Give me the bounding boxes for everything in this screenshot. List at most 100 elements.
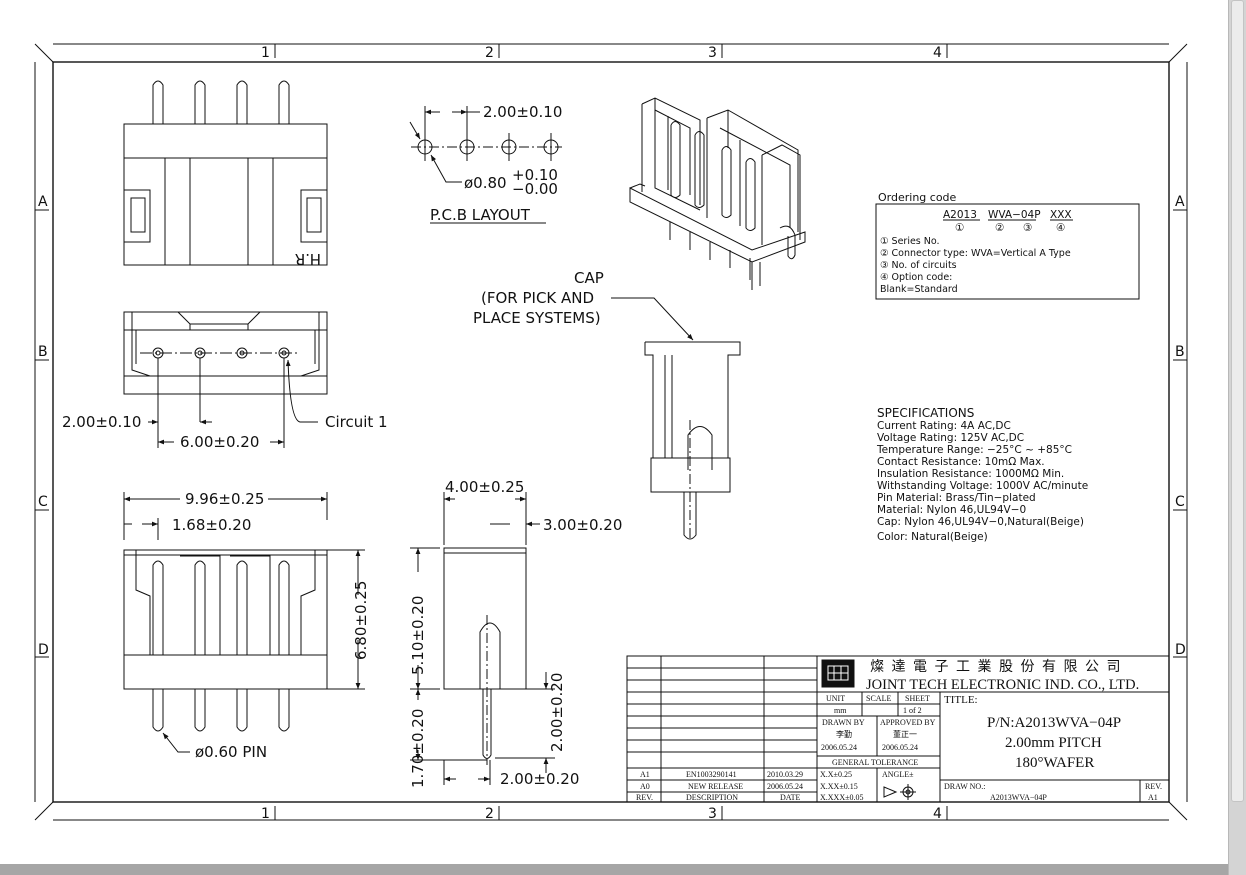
dim-hole-diameter: ø0.80 (464, 174, 507, 192)
approved-by-label: APPROVED BY (880, 718, 936, 727)
tolerance-1: X.X±0.25 (820, 770, 852, 779)
zone-col-2-bottom: 2 (485, 806, 494, 822)
ordering-part-series: A2013 (943, 209, 977, 221)
cap-section-view (644, 341, 741, 540)
spec-line-8: Material: Nylon 46,UL94V−0 (877, 504, 1026, 516)
ordering-num-2: ② (995, 222, 1004, 234)
cap-label-line-3: PLACE SYSTEMS) (473, 309, 601, 327)
pcb-layout-title: P.C.B LAYOUT (430, 206, 531, 224)
scrollbar-thumb[interactable] (1231, 0, 1244, 802)
isometric-view (629, 97, 806, 290)
drawn-by-date: 2006.05.24 (821, 743, 857, 752)
zone-col-2-top: 2 (485, 45, 494, 61)
ordering-line-5: Blank=Standard (880, 284, 958, 295)
title-label: TITLE: (944, 694, 978, 706)
wafer-title: 180°WAFER (1015, 755, 1094, 771)
ordering-code-box: Ordering code A2013 WVA−04P XXX ① ② ③ ④ … (875, 191, 1140, 300)
sheet-label: SHEET (905, 694, 930, 703)
company-name-en: JOINT TECH ELECTRONIC IND. CO., LTD. (866, 677, 1139, 693)
ordering-line-4: ④ Option code: (880, 272, 952, 283)
dim-front-width: 9.96±0.25 (185, 490, 264, 508)
dim-side-height: 5.10±0.20 (409, 596, 427, 675)
angle-label: ANGLE± (882, 770, 914, 779)
unit-label: UNIT (826, 694, 845, 703)
zone-row-c-left: C (38, 494, 48, 510)
rev-row-1-date: 2010.03.29 (767, 770, 803, 779)
rev-row-2-desc: NEW RELEASE (688, 782, 743, 791)
spec-line-10: Color: Natural(Beige) (877, 531, 988, 543)
draw-no-value: A2013WVA−04P (990, 793, 1047, 802)
zone-col-3-bottom: 3 (708, 806, 717, 822)
circuit-1-label: Circuit 1 (325, 413, 388, 431)
sheet-frame (34, 43, 1188, 821)
title-block: 燦 達 電 子 工 業 股 份 有 限 公 司 JOINT TECH ELECT… (626, 655, 1170, 803)
dim-hole-tol-plus: +0.10 (512, 166, 558, 184)
zone-col-1-bottom: 1 (261, 806, 270, 822)
spec-line-3: Temperature Range: −25°C ~ +85°C (876, 444, 1072, 456)
spec-line-1: Current Rating: 4A AC,DC (877, 420, 1011, 432)
zone-col-1-top: 1 (261, 45, 270, 61)
dim-side-right: 3.00±0.20 (543, 516, 622, 534)
cap-label-line-1: CAP (574, 269, 604, 287)
zone-row-a-left: A (38, 194, 48, 210)
ordering-line-2: ② Connector type: WVA=Vertical A Type (880, 248, 1071, 259)
zone-labels: 1 2 3 4 1 2 3 4 A B C D A B C D (38, 45, 1186, 822)
zone-row-c-right: C (1175, 494, 1185, 510)
rev-label: REV. (1145, 782, 1162, 791)
drawn-by-label: DRAWN BY (822, 718, 865, 727)
zone-col-4-bottom: 4 (933, 806, 942, 822)
zone-row-b-right: B (1175, 344, 1185, 360)
spec-line-2: Voltage Rating: 125V AC,DC (877, 432, 1024, 444)
side-view: 4.00±0.25 3.00±0.20 5.10±0.20 1.70±0.20 … (409, 478, 622, 788)
ordering-num-1: ① (955, 222, 964, 234)
top-view: H.R (123, 80, 328, 268)
dim-front-pin: ø0.60 PIN (195, 743, 267, 761)
zone-col-3-top: 3 (708, 45, 717, 61)
ordering-line-3: ③ No. of circuits (880, 260, 957, 271)
rev-header-date: DATE (780, 793, 801, 802)
sheet-value: 1 of 2 (903, 706, 922, 715)
ordering-part-type: WVA−04P (988, 209, 1041, 221)
cap-leader (611, 297, 694, 341)
tolerance-3: X.XXX±0.05 (820, 793, 864, 802)
spec-line-7: Pin Material: Brass/Tin−plated (877, 492, 1036, 504)
ordering-title: Ordering code (878, 191, 957, 204)
ordering-num-4: ④ (1056, 222, 1065, 234)
specs-title: SPECIFICATIONS (877, 406, 974, 420)
zone-row-b-left: B (38, 344, 48, 360)
rev-row-2-rev: A0 (640, 782, 650, 791)
company-name-cn: 燦 達 電 子 工 業 股 份 有 限 公 司 (870, 659, 1123, 675)
pcb-layout: 2.00±0.10 ø0.80 +0.10 −0.00 P.C.B LAYOUT (409, 103, 562, 224)
cap-label-line-2: (FOR PICK AND (481, 289, 594, 307)
dim-side-pin: 2.00±0.20 (548, 673, 566, 752)
scale-label: SCALE (866, 694, 891, 703)
specifications: SPECIFICATIONS Current Rating: 4A AC,DC … (876, 406, 1088, 543)
spec-line-5: Insulation Resistance: 1000MΩ Min. (877, 468, 1064, 480)
rev-row-2-date: 2006.05.24 (767, 782, 803, 791)
rev-row-1-rev: A1 (640, 770, 650, 779)
draw-no-label: DRAW NO.: (944, 782, 985, 791)
approved-by-name: 董正一 (893, 729, 917, 739)
dim-side-top: 4.00±0.25 (445, 478, 524, 496)
spec-line-6: Withstanding Voltage: 1000V AC/minute (877, 480, 1088, 492)
pitch-title: 2.00mm PITCH (1005, 735, 1102, 751)
ordering-line-1: ① Series No. (880, 236, 940, 247)
general-tolerance-label: GENERAL TOLERANCE (832, 758, 918, 767)
rev-header-description: DESCRIPTION (686, 793, 738, 802)
dim-front-offset: 1.68±0.20 (172, 516, 251, 534)
bottom-view: 2.00±0.10 6.00±0.20 Circuit 1 (62, 311, 388, 451)
approved-by-date: 2006.05.24 (882, 743, 918, 752)
front-view: 9.96±0.25 1.68±0.20 6.80±0.25 ø0.60 PIN (123, 490, 370, 761)
tolerance-2: X.XX±0.15 (820, 782, 858, 791)
dim-pcb-pitch: 2.00±0.10 (483, 103, 562, 121)
zone-row-d-right: D (1175, 642, 1186, 658)
hr-label: H.R (295, 250, 321, 268)
unit-value: mm (834, 706, 847, 715)
zone-row-d-left: D (38, 642, 49, 658)
bottom-margin (0, 864, 1228, 875)
zone-col-4-top: 4 (933, 45, 942, 61)
part-number: P/N:A2013WVA−04P (987, 715, 1121, 731)
engineering-drawing: 1 2 3 4 1 2 3 4 A B C D A B C D H.R 2.00… (34, 43, 1188, 822)
dim-side-bottom: 2.00±0.20 (500, 770, 579, 788)
